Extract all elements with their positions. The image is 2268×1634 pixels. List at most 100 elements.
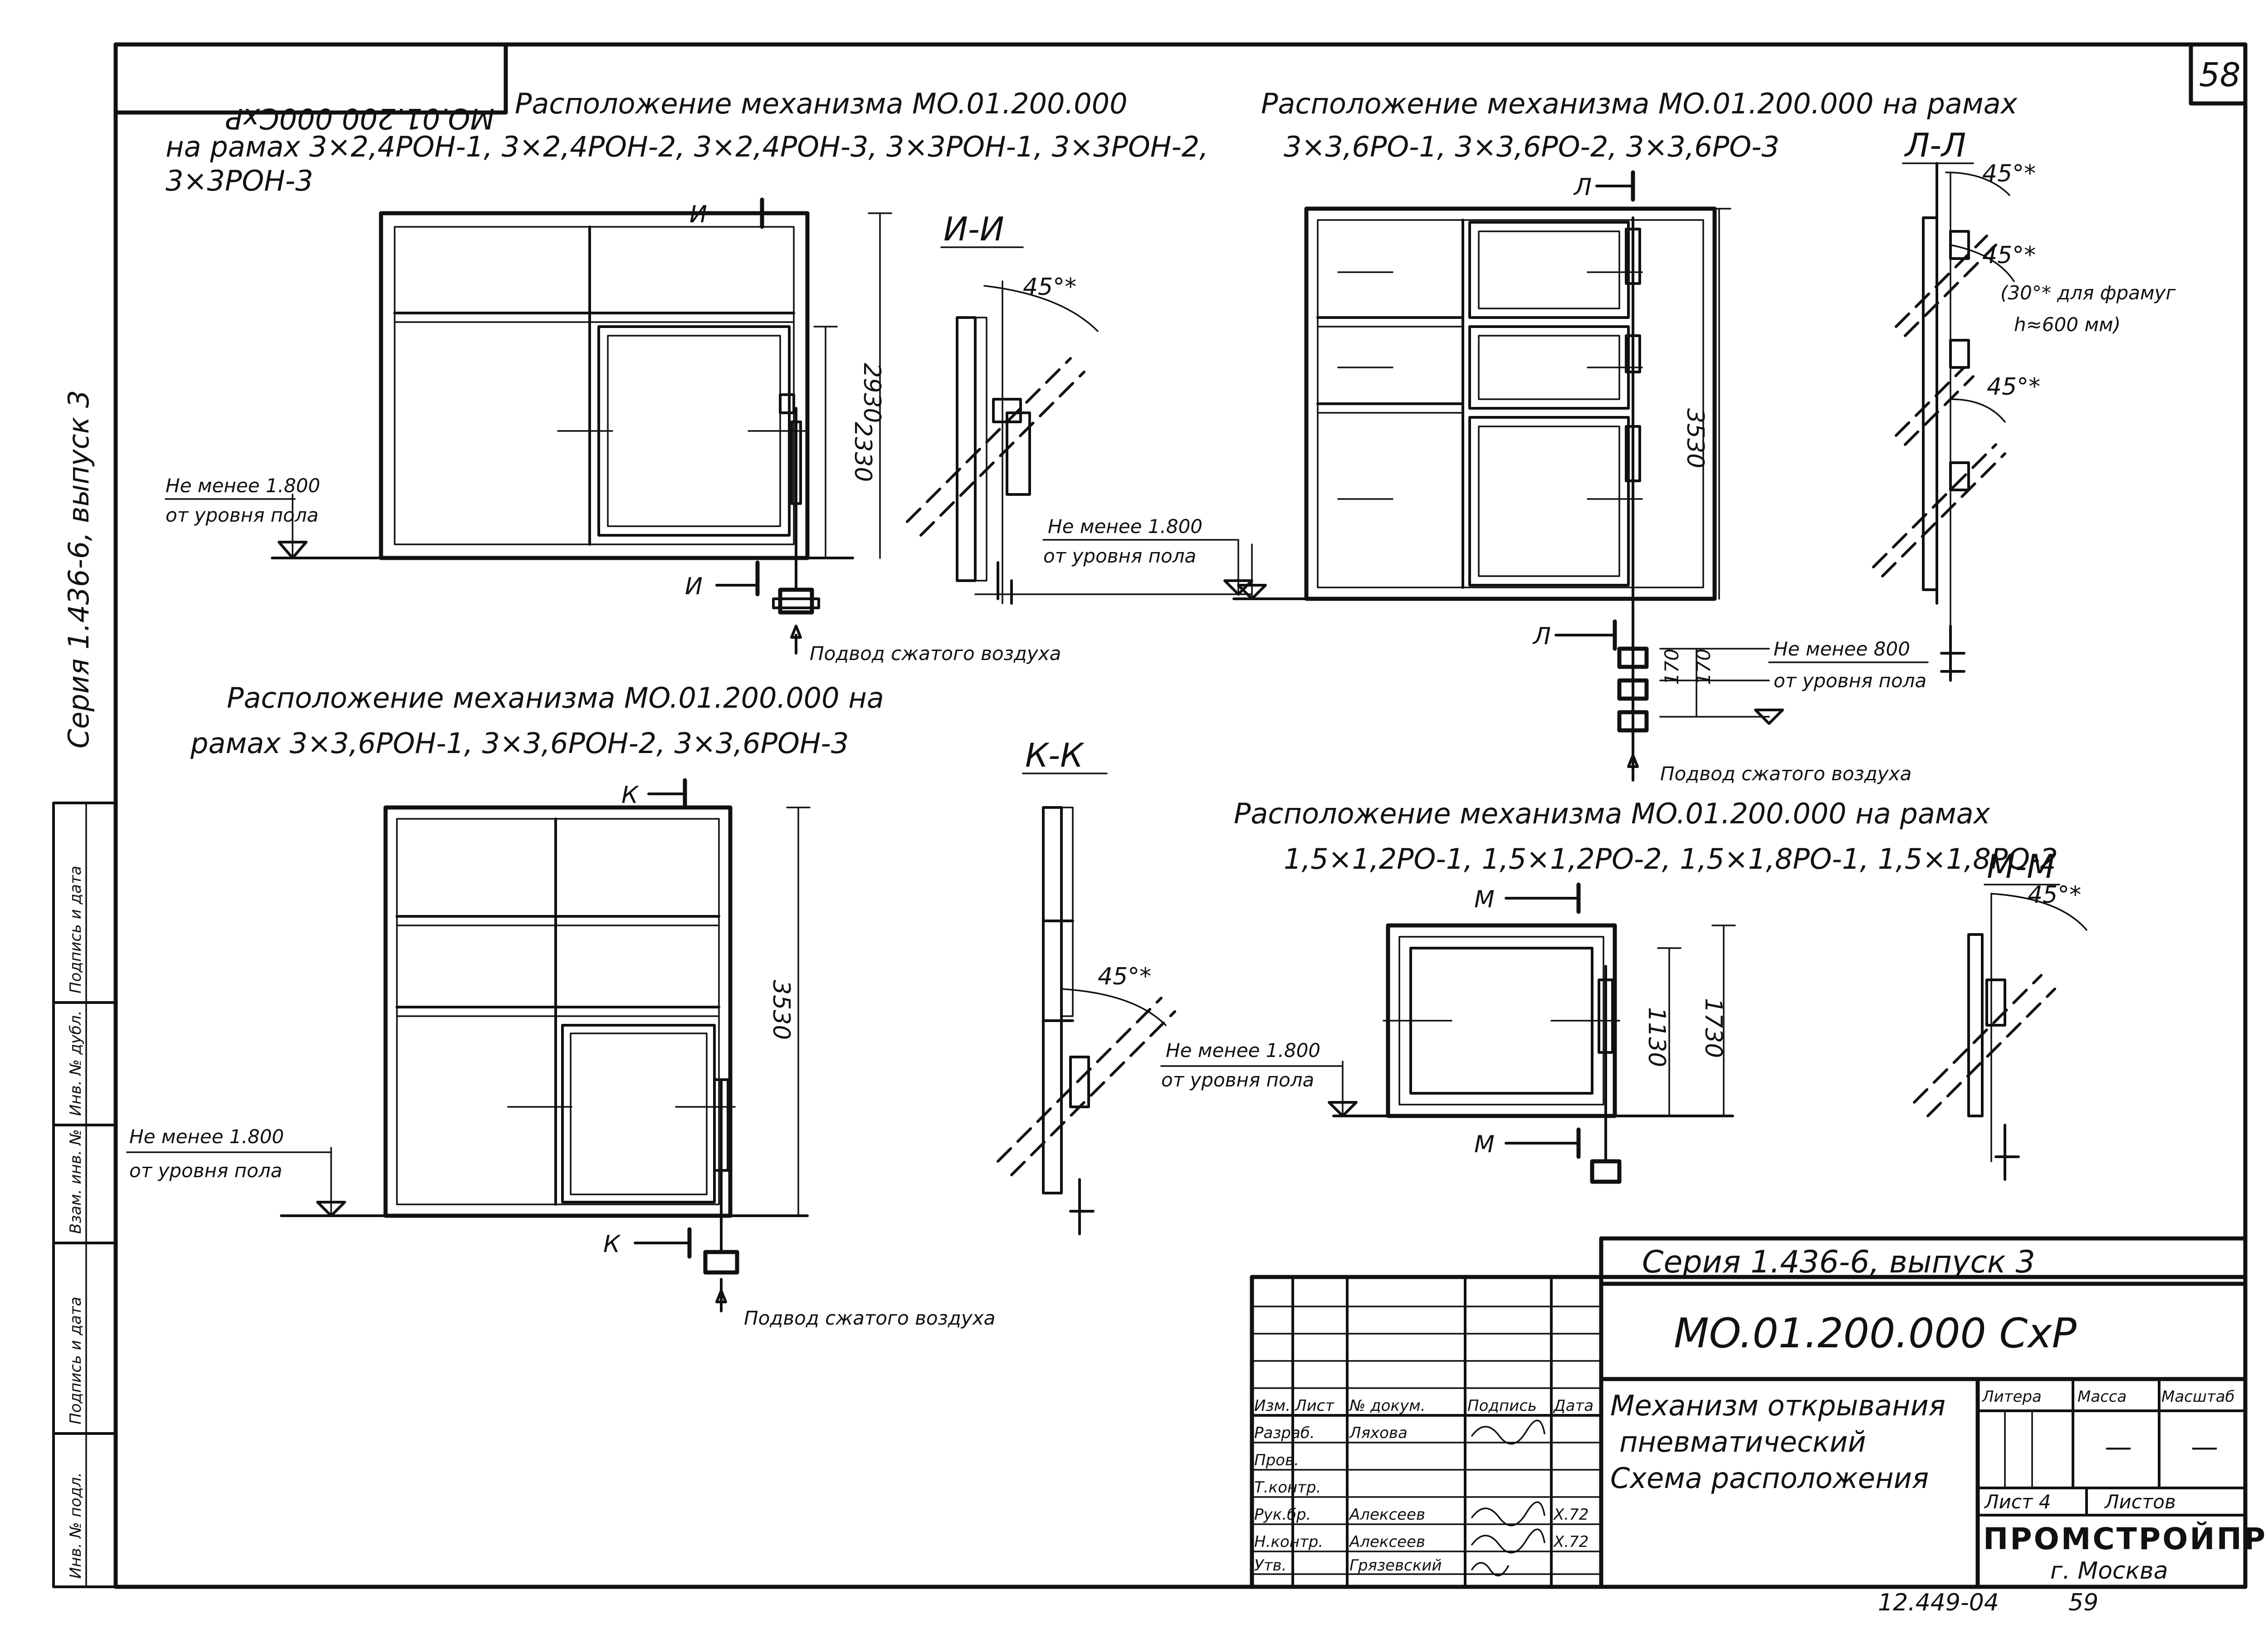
tb-role-5: Утв. [1254,1556,1286,1575]
tb-name-line1: Механизм открывания [1610,1389,1945,1422]
tl-floor-note-1: Не менее 1.800 [166,475,320,497]
view-top-left: Расположение механизма MO.01.200.000 на … [165,87,1253,665]
tl-floor-note-2: от уровня пола [166,504,318,526]
margin-box-4: Инв. № дубл. [67,1010,85,1116]
tl-cut-top: И [689,201,707,228]
tl-dim-outer: 2930 [858,363,885,423]
bl-air-supply: Подвод сжатого воздуха [744,1307,995,1329]
tb-name-3: Алексеев [1349,1506,1425,1524]
tr-title-2: 3×3,6РО-1, 3×3,6РО-2, 3×3,6РО-3 [1284,130,1779,163]
br-title-1: Расположение механизма MO.01.200.000 на … [1234,797,1991,830]
tl-sec-floor-1: Не менее 1.800 [1048,515,1202,538]
tr-floor800-2: от уровня пола [1774,670,1926,692]
tb-col-list: Лист [1294,1397,1334,1415]
tb-name-5: Грязевский [1349,1556,1442,1575]
tr-air-supply: Подвод сжатого воздуха [1660,763,1911,785]
tb-role-1: Пров. [1254,1451,1299,1469]
tr-angle-3: 45°* [1987,373,2040,401]
view-bottom-left: Расположение механизма MO.01.200.000 на … [126,681,1176,1329]
bl-angle: 45°* [1098,963,1151,990]
tb-role-0: Разраб. [1254,1424,1315,1442]
tb-mass-value: — [2105,1431,2132,1463]
tb-role-2: Т.контр. [1254,1478,1321,1497]
tb-doc-code: MO.01.200.000 CxP [1674,1310,2077,1357]
tb-sheet: Лист 4 [1984,1491,2051,1513]
br-title-2: 1,5×1,2РО-1, 1,5×1,2РО-2, 1,5×1,8РО-1, 1… [1284,842,2058,876]
tl-dim-inner: 2330 [849,422,876,482]
sheet-frame [52,42,2248,1589]
tb-mass: Масса [2077,1388,2126,1406]
view-bottom-right: Расположение механизма MO.01.200.000 на … [1160,797,2087,1184]
tb-name-line3: Схема расположения [1610,1462,1929,1495]
tr-section-title: Л-Л [1904,126,1966,164]
tr-dim-170-a: 170 [1661,649,1683,685]
tb-litera: Литера [1981,1388,2042,1406]
tb-sheets: Листов [2104,1491,2176,1513]
br-dim-inner: 1130 [1643,1007,1670,1067]
tb-series: Серия 1.436-6, выпуск 3 [1642,1244,2035,1280]
tr-angle-1: 45°* [1982,160,2036,187]
signature-mark-1 [1471,1419,1545,1445]
tl-air-supply: Подвод сжатого воздуха [810,642,1061,665]
rotated-code: MO.01.200 000CxP [226,102,494,135]
footer-code: 12.449-04 [1878,1589,1999,1616]
margin-box-5: Подпись и дата [67,866,85,993]
tb-role-4: Н.контр. [1254,1533,1323,1551]
margin-stamp-labels: Инв. № подл. Подпись и дата Взам. инв. №… [67,866,85,1579]
tr-angle-2: 45°* [1982,242,2036,269]
bl-cut-bottom: К [603,1231,621,1258]
title-block: Изм. Лист № докум. Подпись Дата Разраб. … [1250,1236,2268,1589]
tl-section-title: И-И [943,210,1004,248]
tr-floor800-1: Не менее 800 [1774,638,1910,660]
sheet-number: 58 [2199,56,2241,94]
tb-col-doc: № докум. [1349,1397,1426,1415]
margin-box-1: Инв. № подл. [67,1472,85,1579]
tb-org: ПРОМСТРОЙПРОЕКТ [1983,1521,2268,1556]
bl-floor-2: от уровня пола [129,1159,282,1182]
sheet-number-box: 58 [2189,42,2248,106]
footer-page: 59 [2068,1589,2098,1616]
tb-col-sign: Подпись [1467,1397,1537,1415]
bl-dim: 3530 [767,980,795,1040]
br-section-title: М-М [1987,847,2055,885]
tr-cut-bottom: Л [1532,623,1551,650]
tr-transom-1: (30°* для фрамуг [2000,282,2176,304]
tb-name-line2: пневматический [1619,1425,1866,1458]
signature-mark-3 [1471,1528,1545,1554]
tl-title-2: на рамах 3×2,4РОН-1, 3×2,4РОН-2, 3×2,4РО… [166,130,1208,163]
tr-transom-2: h≈600 мм) [2014,313,2121,336]
br-floor-1: Не менее 1.800 [1166,1039,1320,1062]
tl-title-1: Расположение механизма MO.01.200.000 [515,87,1128,120]
tb-city: г. Москва [2050,1557,2168,1585]
tb-date-3: Х.72 [1553,1506,1589,1524]
tb-col-izm: Изм. [1254,1397,1290,1415]
tr-dim: 3530 [1681,408,1709,468]
br-cut-bottom: М [1474,1131,1495,1158]
tb-col-date: Дата [1553,1397,1593,1415]
tr-dim-170-b: 170 [1692,649,1715,685]
tb-name-4: Алексеев [1349,1533,1425,1551]
rotated-code-box: MO.01.200 000CxP [113,42,508,135]
view-top-right: Расположение механизма MO.01.200.000 на … [1232,87,2176,785]
margin-box-2: Подпись и дата [67,1296,85,1424]
bl-floor-1: Не менее 1.800 [129,1125,284,1148]
tl-angle: 45°* [1023,274,1076,301]
signature-mark-2 [1471,1501,1545,1526]
bl-section-title: К-К [1025,736,1085,774]
tb-name-0: Ляхова [1349,1424,1408,1442]
br-cut-top: М [1474,886,1495,913]
tl-title-3: 3×3РОН-3 [166,164,313,197]
side-series-label: Серия 1.436-6, выпуск 3 [62,390,95,749]
br-floor-2: от уровня пола [1161,1069,1314,1091]
br-dim-outer: 1730 [1700,998,1727,1058]
tr-title-1: Расположение механизма MO.01.200.000 на … [1261,87,2018,120]
tb-date-4: Х.72 [1553,1533,1589,1551]
br-angle: 45°* [2028,881,2081,909]
tl-cut-bottom: И [685,573,703,600]
tb-scale-value: — [2191,1431,2218,1463]
tl-sec-floor-2: от уровня пола [1043,545,1196,567]
signature-mark-4 [1471,1562,1509,1576]
margin-box-3: Взам. инв. № [67,1129,85,1234]
tb-role-3: Рук.бр. [1254,1506,1311,1524]
